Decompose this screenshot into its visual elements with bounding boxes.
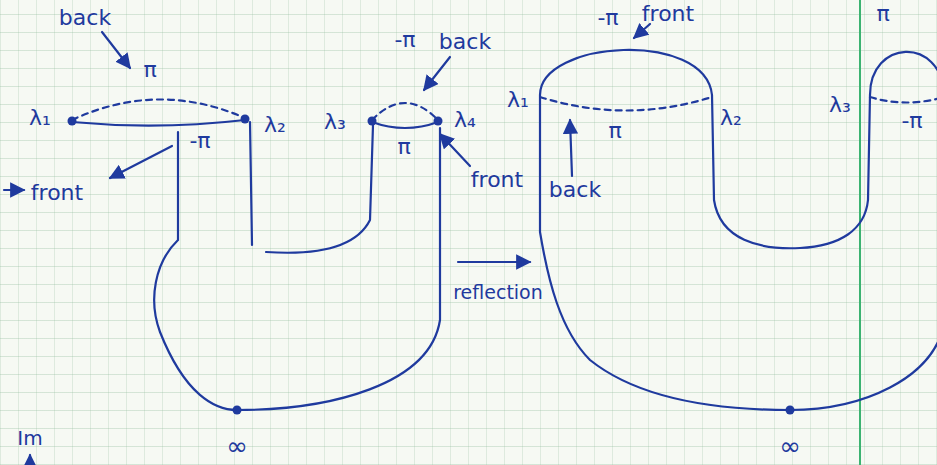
angle-label: π (397, 136, 410, 158)
surface-outline (266, 125, 373, 253)
leader-arrow (440, 134, 470, 166)
angle-label: -π (189, 130, 210, 152)
angle-label: π (143, 59, 156, 81)
leader-arrow (570, 120, 572, 176)
front-cap (870, 52, 937, 95)
leader-arrow (102, 32, 130, 68)
sheet-note: front (642, 3, 694, 25)
surface-outline (540, 95, 937, 410)
angle-label: -π (597, 7, 618, 29)
sheet-note: back (59, 7, 111, 29)
infinity-point (233, 406, 242, 415)
back-rim (870, 97, 937, 103)
leader-arrow (110, 146, 172, 178)
back-rim (540, 97, 712, 111)
reflection-arrow (458, 261, 530, 263)
leader-arrow (424, 57, 450, 90)
axis-label: Im (17, 428, 42, 448)
axis-arrow (29, 455, 31, 465)
front-cap (540, 50, 712, 95)
surface-outline (712, 95, 870, 248)
angle-label: -π (394, 29, 415, 51)
infinity-label: ∞ (226, 433, 248, 459)
margin-line (859, 0, 861, 465)
branch-point (68, 117, 77, 126)
branch-label: λ₁ (29, 107, 51, 129)
transform-note: reflection (453, 283, 543, 302)
sheet-note: front (31, 182, 83, 204)
infinity-point (786, 406, 795, 415)
branch-label: λ₂ (720, 107, 742, 129)
angle-label: π (608, 120, 621, 142)
branch-label: λ₂ (264, 114, 286, 136)
sheet-note: front (471, 169, 523, 191)
branch-point (368, 117, 377, 126)
back-rim (72, 99, 245, 120)
pointer-arrow (4, 189, 24, 191)
surface-outline (250, 122, 252, 245)
front-rim (372, 122, 438, 128)
branch-point (434, 117, 443, 126)
branch-point (241, 115, 250, 124)
branch-label: λ₃ (829, 94, 851, 116)
angle-label: π (876, 3, 889, 25)
angle-label: -π (901, 110, 922, 132)
leader-arrow (634, 24, 650, 38)
infinity-label: ∞ (779, 433, 801, 459)
front-rim (72, 120, 245, 126)
branch-label: λ₄ (454, 109, 476, 131)
back-rim (372, 103, 438, 120)
surface-outline (154, 128, 440, 410)
sheet-note: back (549, 179, 601, 201)
sheet-note: back (439, 31, 491, 53)
branch-label: λ₁ (507, 89, 529, 111)
branch-label: λ₃ (324, 111, 346, 133)
